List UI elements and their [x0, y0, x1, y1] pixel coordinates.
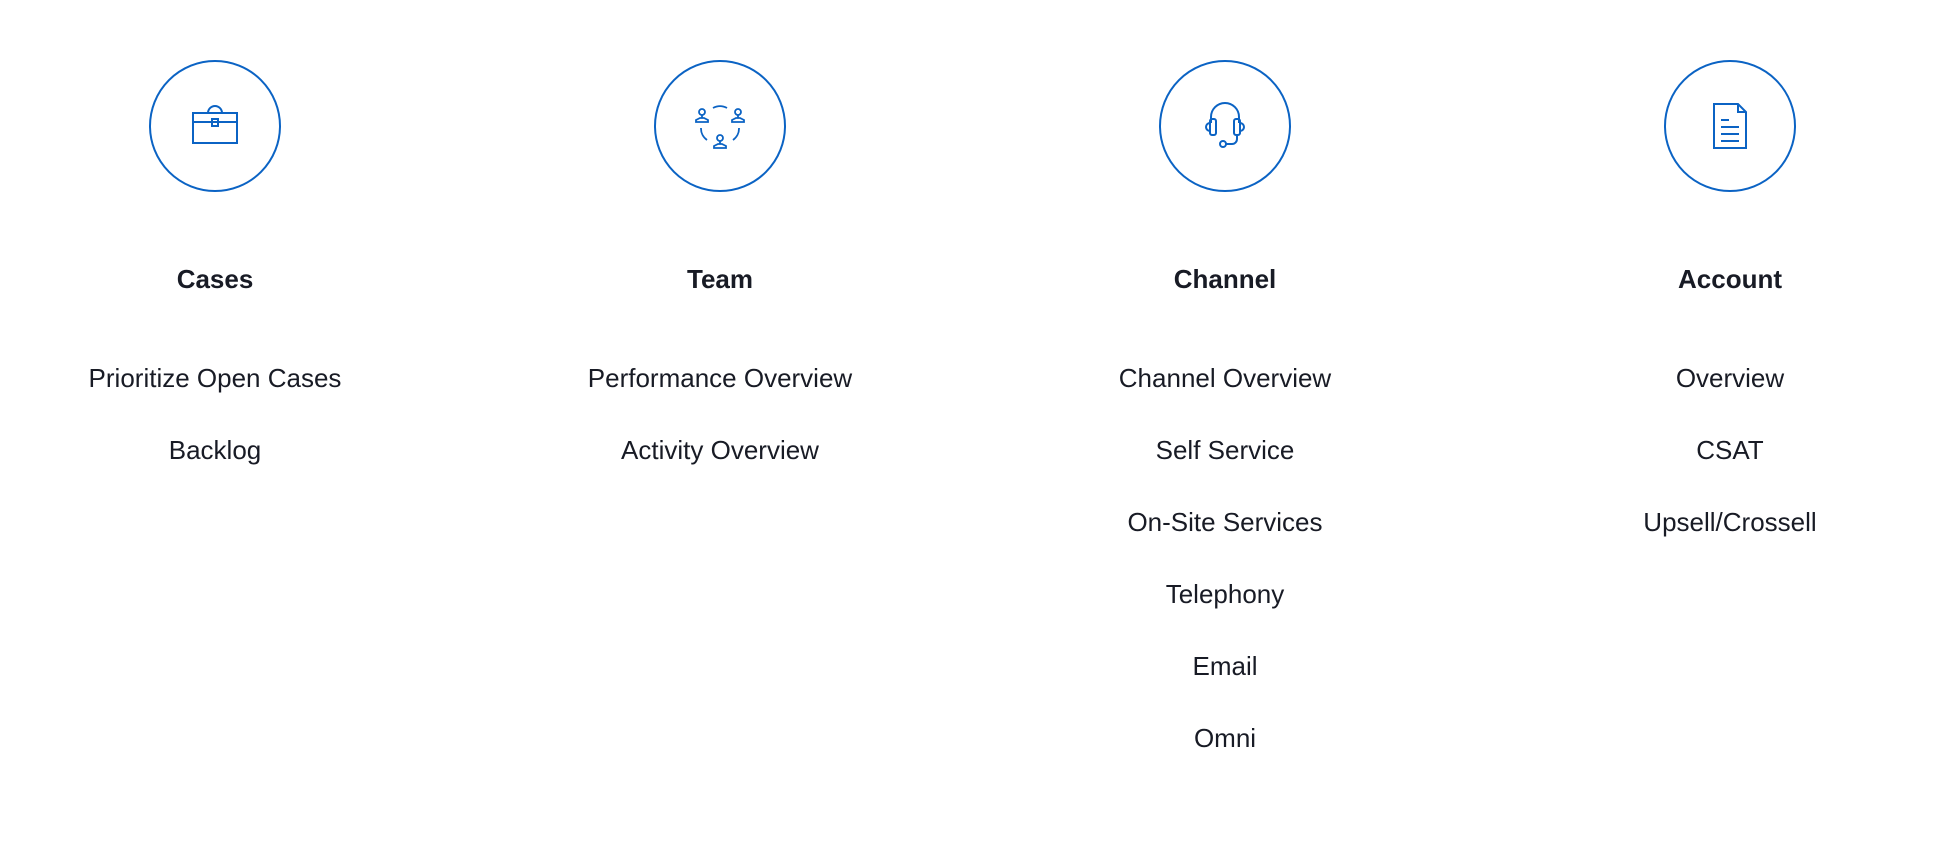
document-icon	[1713, 103, 1747, 149]
link-backlog[interactable]: Backlog	[168, 435, 262, 465]
cases-icon-circle[interactable]	[149, 60, 281, 192]
link-telephony[interactable]: Telephony	[1165, 579, 1285, 609]
link-self-service[interactable]: Self Service	[1155, 435, 1295, 465]
link-omni[interactable]: Omni	[1193, 723, 1257, 753]
team-icon-circle[interactable]	[654, 60, 786, 192]
column-title: Cases	[176, 264, 254, 294]
link-csat[interactable]: CSAT	[1696, 435, 1764, 465]
link-email[interactable]: Email	[1192, 651, 1258, 681]
link-on-site-services[interactable]: On-Site Services	[1127, 507, 1323, 537]
column-title: Account	[1678, 264, 1782, 294]
link-upsell-crossell[interactable]: Upsell/Crossell	[1643, 507, 1817, 537]
column-title: Channel	[1173, 264, 1277, 294]
column-title: Team	[687, 264, 753, 294]
link-performance-overview[interactable]: Performance Overview	[587, 363, 853, 393]
headset-icon	[1205, 102, 1245, 148]
link-channel-overview[interactable]: Channel Overview	[1118, 363, 1332, 393]
link-overview[interactable]: Overview	[1675, 363, 1785, 393]
link-activity-overview[interactable]: Activity Overview	[621, 435, 819, 465]
team-icon	[695, 105, 745, 149]
briefcase-icon	[192, 105, 238, 144]
channel-icon-circle[interactable]	[1159, 60, 1291, 192]
link-prioritize-open-cases[interactable]: Prioritize Open Cases	[88, 363, 342, 393]
account-icon-circle[interactable]	[1664, 60, 1796, 192]
